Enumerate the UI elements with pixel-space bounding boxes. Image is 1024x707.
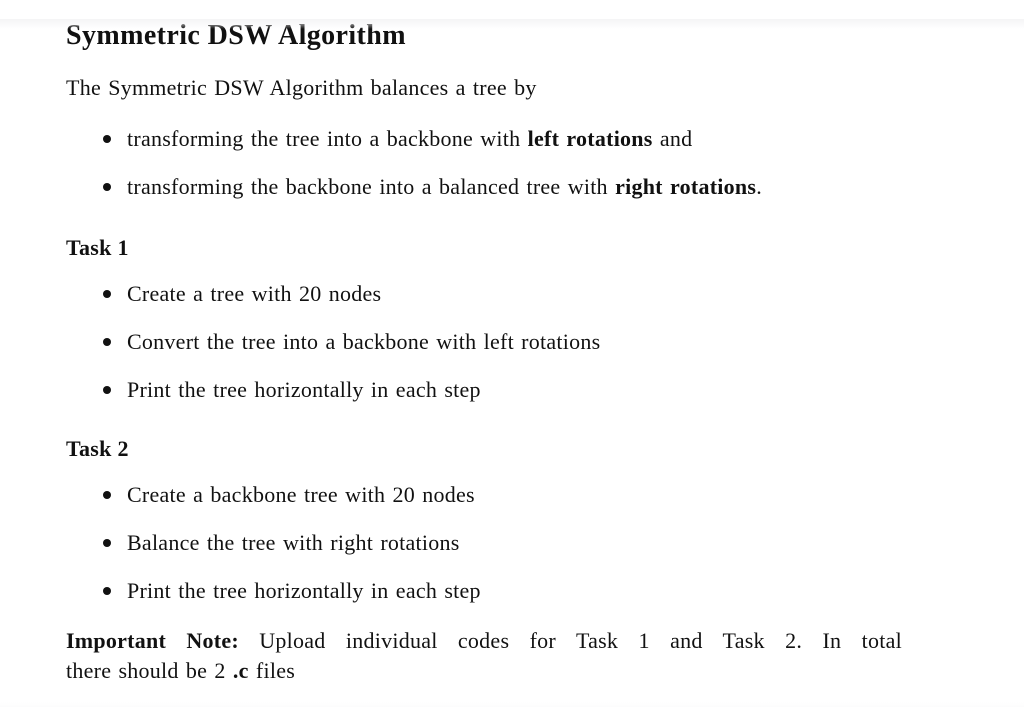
document: Symmetric DSW Algorithm The Symmetric DS… [0, 19, 1024, 707]
list-item: Print the tree horizontally in each step [66, 375, 964, 404]
section-heading-task-1: Task 1 [66, 235, 129, 260]
text-segment: there should be 2 [66, 657, 233, 683]
text-segment: files [248, 657, 296, 683]
text-segment-bold: right rotations [615, 174, 757, 199]
intro-paragraph: The Symmetric DSW Algorithm balances a t… [66, 75, 537, 100]
item-text: Convert the tree into a backbone with le… [127, 329, 601, 354]
bullet-icon [103, 338, 111, 346]
bullet-icon [103, 491, 111, 499]
list-item: transforming the backbone into a balance… [66, 172, 964, 201]
text-segment: and [652, 126, 693, 151]
text-segment-bold: left rotations [527, 126, 653, 151]
task-2-list: Create a backbone tree with 20 nodes Bal… [66, 480, 964, 605]
item-text: transforming the tree into a backbone wi… [127, 126, 692, 151]
section-heading-task-2: Task 2 [66, 436, 129, 461]
list-item: transforming the tree into a backbone wi… [66, 124, 964, 153]
important-note: Important Note: Upload individual codes … [66, 626, 902, 685]
note-label: Important Note: [66, 628, 239, 653]
text-segment: . [756, 174, 762, 199]
text-segment-bold: .c [232, 657, 249, 683]
item-text: Print the tree horizontally in each step [127, 578, 481, 603]
bullet-icon [103, 135, 111, 143]
bullet-icon [103, 386, 111, 394]
text-segment: Upload individual codes for Task 1 and T… [238, 628, 902, 653]
item-text: Balance the tree with right rotations [127, 530, 460, 555]
item-text: Create a tree with 20 nodes [127, 281, 382, 306]
item-text: Create a backbone tree with 20 nodes [127, 482, 475, 507]
item-text: Print the tree horizontally in each step [127, 377, 481, 402]
doc-title: Symmetric DSW Algorithm [66, 20, 406, 51]
list-item: Create a tree with 20 nodes [66, 279, 964, 308]
bullet-icon [103, 183, 111, 191]
list-item: Convert the tree into a backbone with le… [66, 327, 964, 356]
list-item: Print the tree horizontally in each step [66, 576, 964, 605]
bullet-icon [103, 539, 111, 547]
list-item: Balance the tree with right rotations [66, 528, 964, 557]
list-item: Create a backbone tree with 20 nodes [66, 480, 964, 509]
note-line-1: Important Note: Upload individual codes … [66, 626, 902, 656]
text-segment: transforming the tree into a backbone wi… [127, 126, 528, 151]
task-1-list: Create a tree with 20 nodes Convert the … [66, 279, 964, 404]
bottom-edge-shade [0, 702, 1024, 707]
bullet-icon [103, 290, 111, 298]
item-text: transforming the backbone into a balance… [127, 174, 762, 199]
bullet-icon [103, 587, 111, 595]
text-segment: transforming the backbone into a balance… [127, 174, 616, 199]
overview-list: transforming the tree into a backbone wi… [66, 124, 964, 201]
note-line-2: there should be 2 .c files [66, 656, 902, 686]
